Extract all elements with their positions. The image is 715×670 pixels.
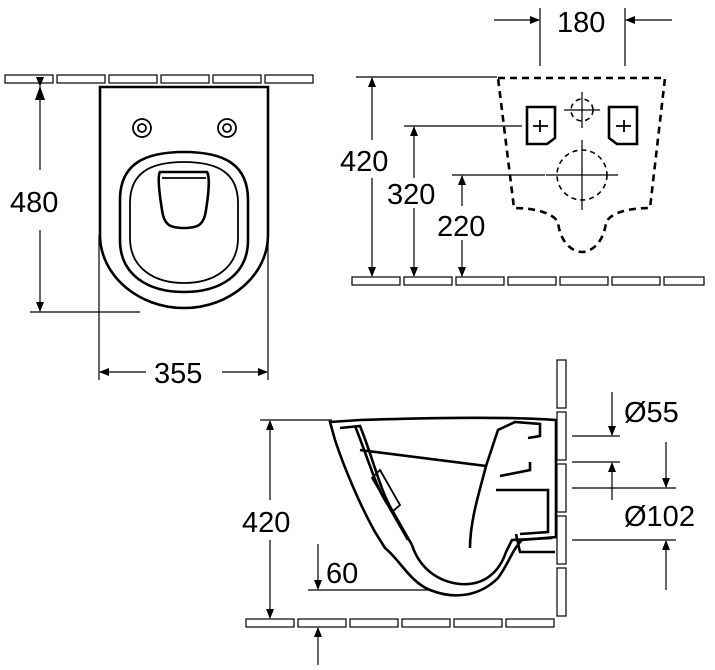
rear-outline-dashed xyxy=(496,76,667,254)
front-width-label: 355 xyxy=(154,358,202,390)
rear-inlet-mark xyxy=(564,92,600,128)
front-height-dimension xyxy=(30,77,140,313)
side-offset-label: 60 xyxy=(326,558,358,590)
side-height-dimension xyxy=(260,419,332,619)
side-bowl-inner xyxy=(359,448,488,549)
rear-height-420-label: 420 xyxy=(340,146,388,178)
side-body-outer xyxy=(328,416,558,597)
side-floor-segments xyxy=(245,618,555,628)
front-width-dimension xyxy=(98,235,269,380)
rear-bolt-hole-left xyxy=(525,105,557,146)
rear-bolt-hole-right xyxy=(607,105,639,146)
front-fixing-bolt-right xyxy=(217,118,237,138)
side-offset-dimension xyxy=(308,544,430,665)
side-pipe102-label: Ø102 xyxy=(624,501,695,533)
side-pipe55-label: Ø55 xyxy=(624,397,679,429)
front-bowl-opening xyxy=(157,170,211,230)
front-view: 480 355 xyxy=(4,74,314,390)
front-seat-inner xyxy=(129,161,239,284)
rear-height-220-dimension xyxy=(452,174,545,277)
side-height-label: 420 xyxy=(242,507,290,539)
rear-height-220-label: 220 xyxy=(437,211,485,243)
front-height-label: 480 xyxy=(10,187,58,219)
front-seat-outer xyxy=(118,150,250,294)
rear-spacing-label: 180 xyxy=(557,7,605,39)
front-wall-segments xyxy=(4,74,314,84)
rear-height-320-dimension xyxy=(404,125,522,277)
rear-height-320-label: 320 xyxy=(387,179,435,211)
side-pipe55-dimension xyxy=(572,392,620,500)
front-fixing-bolt-left xyxy=(132,118,152,138)
front-bowl-outline xyxy=(98,85,270,310)
side-view: Ø55 Ø102 420 60 xyxy=(242,359,695,665)
rear-spacing-dimension xyxy=(494,8,672,66)
rear-view: 180 420 320 220 xyxy=(340,7,705,286)
rear-outlet-mark xyxy=(546,140,618,210)
rear-height-420-dimension xyxy=(356,76,497,277)
side-pipe102-dimension xyxy=(572,442,676,590)
rear-floor-segments xyxy=(351,276,705,286)
side-wall-segments xyxy=(556,359,567,617)
